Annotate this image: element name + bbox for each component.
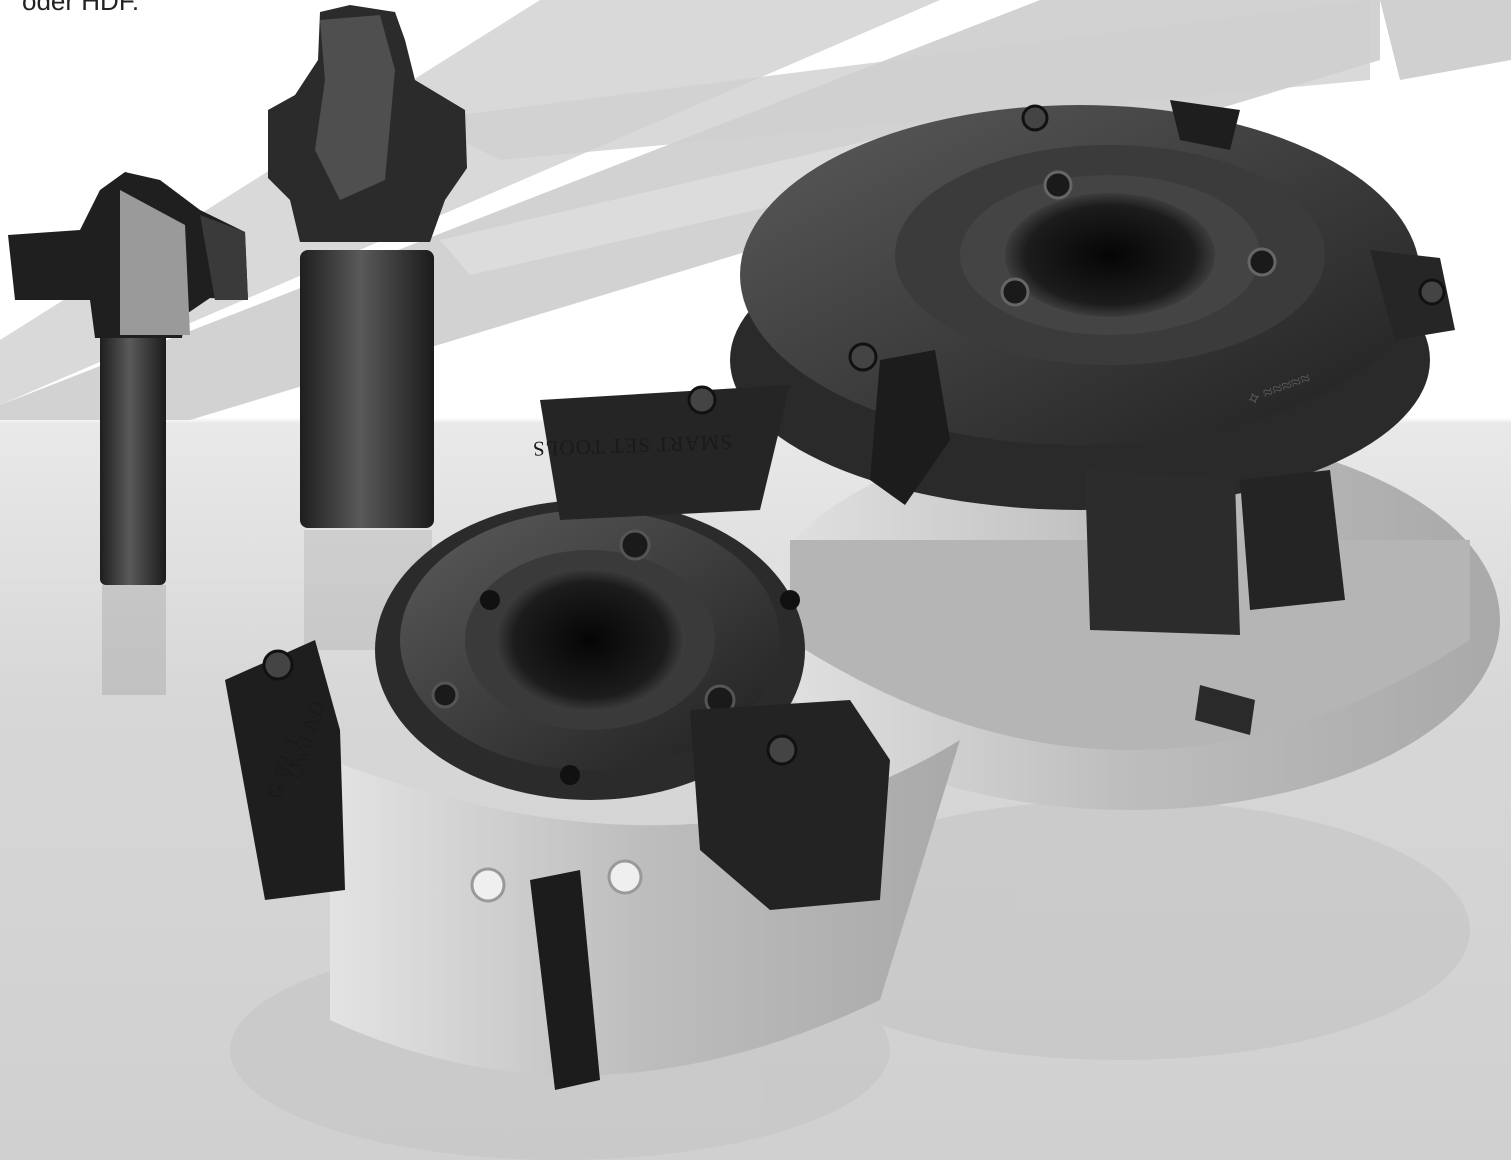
background-stripe: [420, 0, 1370, 160]
cutterhead-bore: [1005, 193, 1215, 317]
cutterhead-small: SMART SET TOOLS Owd AD G 02-1: [225, 385, 960, 1090]
cutterhead-bore: [495, 568, 685, 712]
router-bit-tall: [268, 5, 467, 528]
aluminium-screw: [607, 859, 643, 895]
router-bit-small: [8, 172, 248, 585]
router-bit-bevel: [200, 215, 248, 300]
cutterhead-knife: [1085, 470, 1240, 635]
router-bit-shank: [100, 300, 166, 585]
mounting-hole: [780, 590, 800, 610]
cutterhead-reflection: [770, 800, 1470, 1060]
knife-screw: [766, 734, 798, 766]
router-bit-shank: [300, 250, 434, 528]
cutterhead-knife: [530, 870, 600, 1090]
mounting-screw: [619, 529, 651, 561]
knife-screw: [1418, 278, 1446, 306]
cutterhead-knife: [690, 700, 890, 910]
mounting-hole: [480, 590, 500, 610]
aluminium-screw: [470, 867, 506, 903]
mounting-screw: [1247, 247, 1277, 277]
router-bit-reflection: [102, 585, 166, 695]
cutterhead-large: ⟡ ≈≈≈≈≈: [730, 100, 1500, 810]
cutterhead-knife: [225, 640, 345, 900]
knife-screw: [687, 385, 717, 415]
background-stripe: [1380, 0, 1511, 80]
cutterhead-knife: [1240, 470, 1345, 610]
mounting-screw: [1043, 170, 1073, 200]
router-bit-cutting-face: [315, 15, 395, 200]
cutterhead-knife: [1170, 100, 1240, 150]
knife-screw: [1021, 104, 1049, 132]
cutterhead-knife: [870, 350, 950, 505]
aluminium-knife: [1195, 685, 1255, 735]
mounting-screw: [431, 681, 459, 709]
knife-screw: [848, 342, 878, 372]
router-bit-cutting-face: [120, 190, 190, 335]
knife-screw: [262, 649, 294, 681]
cutterhead-knife: [540, 385, 790, 520]
mounting-screw: [1000, 277, 1030, 307]
caption-text: oder HDF.: [22, 0, 140, 16]
mounting-hole: [560, 765, 580, 785]
cutterhead-knife: [1370, 250, 1455, 340]
